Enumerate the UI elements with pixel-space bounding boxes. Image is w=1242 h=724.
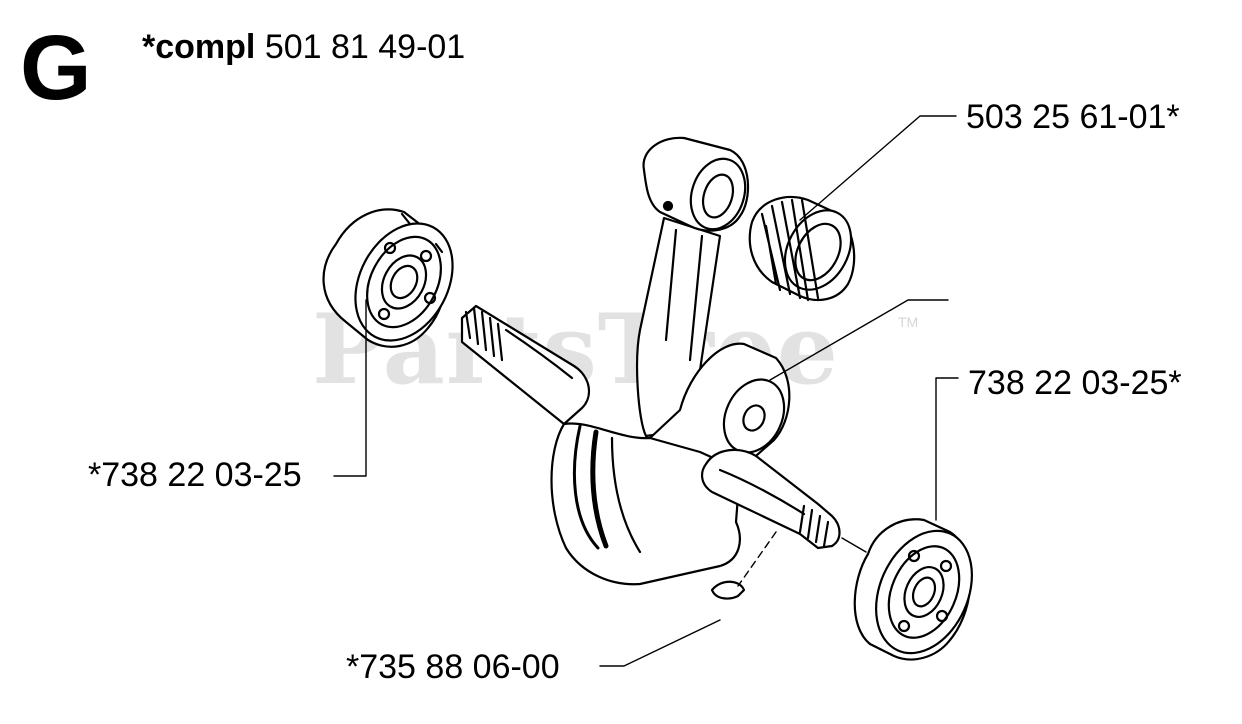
header-part-number: 501 81 49-01: [264, 28, 466, 66]
leader-woodruff-key: [599, 619, 721, 667]
left-shaft: [460, 304, 591, 426]
needle-bearing-part: [748, 195, 856, 302]
callout-bearing-right[interactable]: 738 22 03-25*: [968, 364, 1182, 402]
right-shaft: [700, 448, 841, 550]
leader-needle-bearing: [799, 115, 957, 221]
leader-bearing-left: [333, 299, 367, 477]
callout-woodruff-key[interactable]: *735 88 06-00: [346, 648, 560, 686]
leader-key-shaft: [737, 531, 777, 587]
right-bearing-part: [853, 518, 973, 661]
section-letter: G: [20, 17, 92, 119]
watermark-trademark: TM: [898, 314, 919, 330]
leader-right-shaft: [841, 537, 867, 553]
leader-bearing-right: [935, 377, 959, 521]
callout-needle-bearing[interactable]: 503 25 61-01*: [966, 98, 1180, 136]
assembly-header: *compl 501 81 49-01: [142, 28, 465, 66]
left-bearing-part: [322, 208, 454, 348]
callout-bearing-left[interactable]: *738 22 03-25: [88, 456, 302, 494]
connecting-rod: [636, 136, 750, 438]
leader-crank-pin: [769, 299, 949, 381]
header-prefix: *compl: [142, 28, 256, 66]
woodruff-key-part: [710, 580, 746, 600]
